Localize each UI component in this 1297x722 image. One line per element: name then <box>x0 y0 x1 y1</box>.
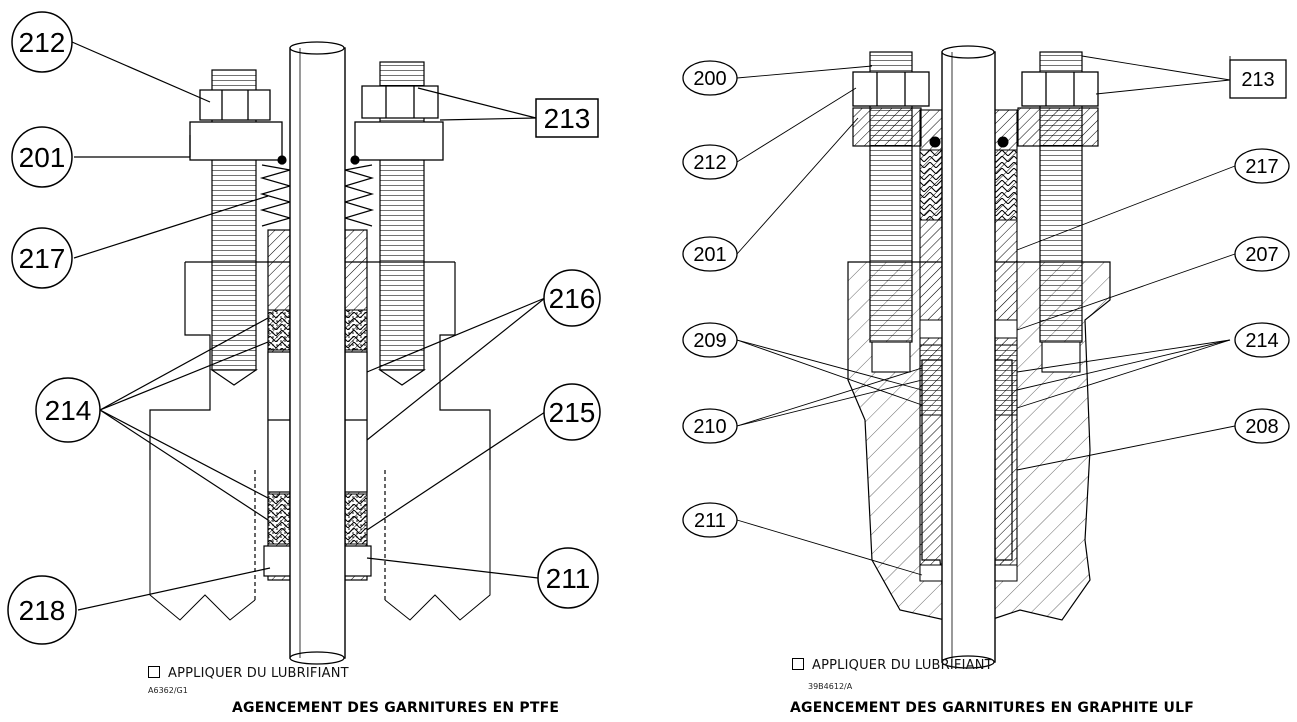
callout-207-right: 207 <box>1234 236 1290 272</box>
svg-text:207: 207 <box>1245 244 1278 266</box>
hex-nut-right-figure <box>852 71 1099 107</box>
packing-flange-right <box>852 107 1099 147</box>
svg-text:208: 208 <box>1245 416 1278 438</box>
legend-box-icon <box>792 658 804 670</box>
lubricant-legend-left: APPLIQUER DU LUBRIFIANT <box>148 666 349 681</box>
callout-217-right: 217 <box>1234 148 1290 184</box>
callout-216-left: 216 <box>543 269 601 327</box>
legend-text-right: APPLIQUER DU LUBRIFIANT <box>812 658 993 673</box>
svg-text:216: 216 <box>549 283 596 314</box>
svg-text:214: 214 <box>45 395 92 426</box>
svg-text:211: 211 <box>546 563 591 594</box>
callout-211-left: 211 <box>537 547 599 609</box>
svg-text:214: 214 <box>1245 330 1278 352</box>
packing-rings-upper <box>267 309 368 351</box>
svg-text:200: 200 <box>693 68 726 90</box>
callout-214-left: 214 <box>35 377 101 443</box>
callout-212-right: 212 <box>682 144 738 180</box>
drawing-code-left: A6362/G1 <box>148 686 188 695</box>
callout-218-left: 218 <box>7 575 77 645</box>
hex-nut-left <box>199 89 271 121</box>
callout-214-right: 214 <box>1234 322 1290 358</box>
spring-pack <box>259 155 375 227</box>
packing-rings-lower <box>267 493 368 545</box>
valve-stem <box>289 41 346 665</box>
callout-215-left: 215 <box>543 383 601 441</box>
caption-ptfe: AGENCEMENT DES GARNITURES EN PTFE <box>232 700 560 716</box>
ptfe-arrangement-drawing: 212 201 217 214 218 213 216 215 <box>7 11 601 665</box>
lantern-ring <box>267 351 368 493</box>
caption-graphite: AGENCEMENT DES GARNITURES EN GRAPHITE UL… <box>790 700 1194 716</box>
svg-text:213: 213 <box>1241 69 1274 91</box>
callout-211-right: 211 <box>682 502 738 538</box>
hex-nut-right <box>361 85 439 119</box>
packing-box-ring <box>263 545 372 577</box>
svg-text:213: 213 <box>544 103 591 134</box>
callout-209-right: 209 <box>682 322 738 358</box>
graphite-arrangement-drawing: 200 212 201 209 210 211 213 217 <box>682 45 1290 669</box>
callout-212-left: 212 <box>11 11 73 73</box>
legend-box-icon <box>148 666 160 678</box>
drawing-code-right: 39B4612/A <box>808 682 853 691</box>
svg-text:217: 217 <box>1245 156 1278 178</box>
svg-text:201: 201 <box>693 244 726 266</box>
svg-text:215: 215 <box>549 397 596 428</box>
svg-text:217: 217 <box>19 243 66 274</box>
svg-text:212: 212 <box>693 152 726 174</box>
callout-201-left: 201 <box>11 126 73 188</box>
svg-text:211: 211 <box>694 510 726 532</box>
packing-flange <box>189 121 444 161</box>
callout-208-right: 208 <box>1234 408 1290 444</box>
leader-lines-left <box>71 41 546 611</box>
svg-text:201: 201 <box>19 142 66 173</box>
callout-213-left: 213 <box>535 98 599 138</box>
callout-217-left: 217 <box>11 227 73 289</box>
callout-213-right: 213 <box>1229 59 1287 99</box>
callout-201-right: 201 <box>682 236 738 272</box>
svg-text:218: 218 <box>19 595 66 626</box>
valve-stem-right <box>941 45 996 669</box>
svg-text:212: 212 <box>19 27 66 58</box>
svg-text:210: 210 <box>693 416 726 438</box>
lubricant-legend-right: APPLIQUER DU LUBRIFIANT <box>792 658 993 673</box>
callout-200-right: 200 <box>682 60 738 96</box>
svg-text:209: 209 <box>693 330 726 352</box>
legend-text-left: APPLIQUER DU LUBRIFIANT <box>168 666 349 681</box>
callout-210-right: 210 <box>682 408 738 444</box>
